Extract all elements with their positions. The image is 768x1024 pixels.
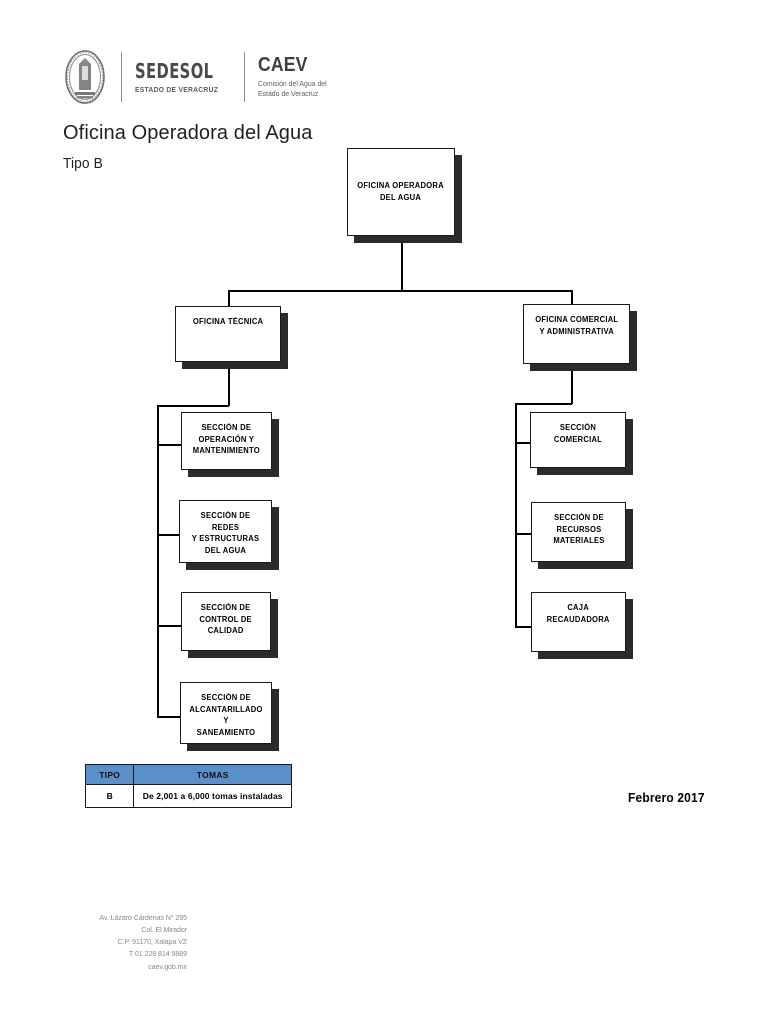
caev-subtitle-line1: Comisión del Agua del	[257, 78, 327, 88]
caev-brand: CAEV Comisión del Agua del Estado de Ver…	[257, 53, 333, 99]
org-node-label: SECCIÓN DE RECURSOS MATERIALES	[552, 513, 605, 546]
caev-name: CAEV	[257, 53, 308, 76]
org-node-label: SECCIÓN DE OPERACIÓN Y MANTENIMIENTO	[192, 423, 261, 456]
header-logo: SEDESOL ESTADO DE VERACRUZ CAEV Comisión…	[62, 46, 332, 108]
connector-left-stub-2	[157, 534, 182, 537]
node-face: SECCIÓN DE RECURSOS MATERIALES	[531, 502, 626, 562]
org-node-seccion-comercial[interactable]: SECCIÓN COMERCIAL	[530, 412, 633, 475]
node-face: OFICINA TÉCNICA	[175, 306, 281, 362]
connector-drop-left	[228, 290, 230, 306]
org-node-label: SECCIÓN DE REDES Y ESTRUCTURAS DEL AGUA	[191, 511, 260, 555]
org-node-label: SECCIÓN COMERCIAL	[553, 423, 603, 444]
caev-subtitle-line2: Estado de Veracruz	[257, 89, 318, 98]
org-node-label: SECCIÓN DE ALCANTARILLADO Y SANEAMIENTO	[189, 693, 263, 737]
connector-left-stub-1	[157, 444, 182, 446]
org-node-caja-recaudadora[interactable]: CAJA RECAUDADORA	[531, 592, 633, 659]
logo-divider-1	[121, 52, 122, 102]
org-node-label: OFICINA OPERADORA DEL AGUA	[357, 181, 445, 202]
org-node-seccion-recursos-materiales[interactable]: SECCIÓN DE RECURSOS MATERIALES	[531, 502, 633, 569]
org-node-root[interactable]: OFICINA OPERADORA DEL AGUA	[347, 148, 462, 243]
node-face: SECCIÓN DE CONTROL DE CALIDAD	[181, 592, 271, 651]
connector-left-branch-down	[228, 368, 230, 406]
org-node-label: SECCIÓN DE CONTROL DE CALIDAD	[199, 603, 253, 636]
org-node-label: OFICINA TÉCNICA	[192, 317, 264, 326]
page-subtitle: Tipo B	[63, 155, 103, 172]
org-node-label: OFICINA COMERCIAL Y ADMINISTRATIVA	[534, 315, 619, 336]
connector-drop-right	[571, 290, 573, 306]
node-face: SECCIÓN DE ALCANTARILLADO Y SANEAMIENTO	[180, 682, 272, 744]
org-node-oficina-comercial[interactable]: OFICINA COMERCIAL Y ADMINISTRATIVA	[523, 304, 637, 371]
page-title: Oficina Operadora del Agua	[63, 122, 313, 144]
footer-line-street: Av. Lázaro Cárdenas N° 295	[99, 913, 187, 922]
legend-table: TIPO TOMAS B De 2,001 a 6,000 tomas inst…	[84, 764, 292, 808]
connector-right-stub-3	[515, 626, 539, 628]
veracruz-state-seal-icon	[62, 48, 108, 106]
footer-line-city: C.P. 91170, Xalapa VZ	[117, 937, 188, 947]
table-cell-tomas: De 2,001 a 6,000 tomas instaladas	[133, 784, 292, 808]
footer-line-phone: T 01 228 814 9889	[128, 949, 187, 959]
connector-right-branch-down	[571, 366, 573, 404]
sedesol-brand: SEDESOL ESTADO DE VERACRUZ	[135, 58, 231, 94]
footer-address: Av. Lázaro Cárdenas N° 295 Col. El Mirad…	[60, 912, 187, 973]
table-cell-tipo: B	[84, 784, 135, 808]
table-header-row: TIPO TOMAS	[84, 764, 292, 785]
table-header-tipo: TIPO	[84, 764, 135, 785]
node-face: SECCIÓN DE REDES Y ESTRUCTURAS DEL AGUA	[179, 500, 272, 563]
org-node-oficina-tecnica[interactable]: OFICINA TÉCNICA	[175, 306, 288, 369]
org-node-label: CAJA RECAUDADORA	[547, 603, 610, 624]
node-face: SECCIÓN DE OPERACIÓN Y MANTENIMIENTO	[181, 412, 272, 470]
org-node-seccion-redes-estructuras[interactable]: SECCIÓN DE REDES Y ESTRUCTURAS DEL AGUA	[179, 500, 279, 570]
connector-level1-bus	[228, 290, 573, 292]
connector-left-stub-3	[157, 625, 182, 627]
connector-left-spine	[157, 405, 160, 718]
node-face: CAJA RECAUDADORA	[531, 592, 626, 652]
node-face: OFICINA COMERCIAL Y ADMINISTRATIVA	[523, 304, 630, 364]
table-header-tomas: TOMAS	[133, 764, 292, 785]
document-date: Febrero 2017	[628, 790, 705, 805]
org-node-seccion-control-calidad[interactable]: SECCIÓN DE CONTROL DE CALIDAD	[181, 592, 278, 658]
org-node-seccion-alcantarillado-saneamiento[interactable]: SECCIÓN DE ALCANTARILLADO Y SANEAMIENTO	[180, 682, 279, 751]
table-row: B De 2,001 a 6,000 tomas instaladas	[84, 784, 292, 808]
footer-line-colonia: Col. El Mirador	[141, 925, 187, 935]
connector-right-spine	[515, 403, 518, 628]
connector-root-down	[401, 243, 403, 291]
org-node-seccion-operacion-mantenimiento[interactable]: SECCIÓN DE OPERACIÓN Y MANTENIMIENTO	[181, 412, 279, 477]
sedesol-name: SEDESOL	[135, 58, 214, 83]
footer-line-website: caev.gob.mx	[148, 961, 187, 971]
connector-left-spine-top	[157, 405, 229, 408]
connector-right-stub-2	[515, 533, 539, 536]
logo-divider-2	[243, 52, 245, 102]
sedesol-subtitle: ESTADO DE VERACRUZ	[135, 84, 219, 94]
connector-left-stub-4	[157, 716, 182, 719]
node-face: OFICINA OPERADORA DEL AGUA	[347, 148, 455, 236]
node-face: SECCIÓN COMERCIAL	[530, 412, 626, 468]
connector-right-stub-1	[515, 442, 539, 444]
connector-right-spine-top	[515, 403, 572, 406]
